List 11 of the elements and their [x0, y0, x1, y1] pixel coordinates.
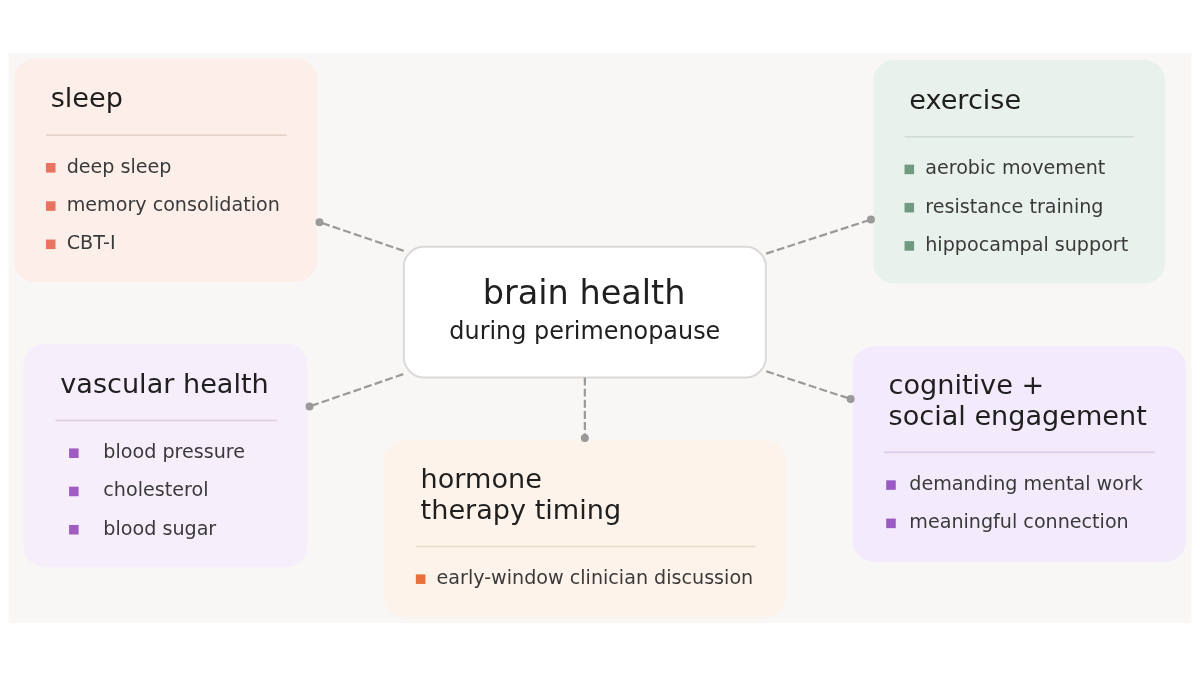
node-box: exercise aerobic movement resistance training hippocampal support: [873, 60, 1166, 284]
node-box: hormone therapy timing early-window clinician discussion: [383, 440, 786, 618]
node-box: sleep deep sleep memory consolidation CBT-I: [13, 58, 318, 282]
connector: [765, 370, 855, 403]
connector: [315, 218, 405, 252]
node-box: brain health during perimenopause: [402, 245, 767, 379]
node-box: cognitive + social engagement demanding mental work meaningful connection: [852, 346, 1187, 562]
connector: [305, 373, 404, 411]
connector: [765, 215, 875, 255]
connector: [580, 377, 589, 442]
node-box: vascular health blood pressure cholesterol blood sugar: [23, 343, 308, 568]
